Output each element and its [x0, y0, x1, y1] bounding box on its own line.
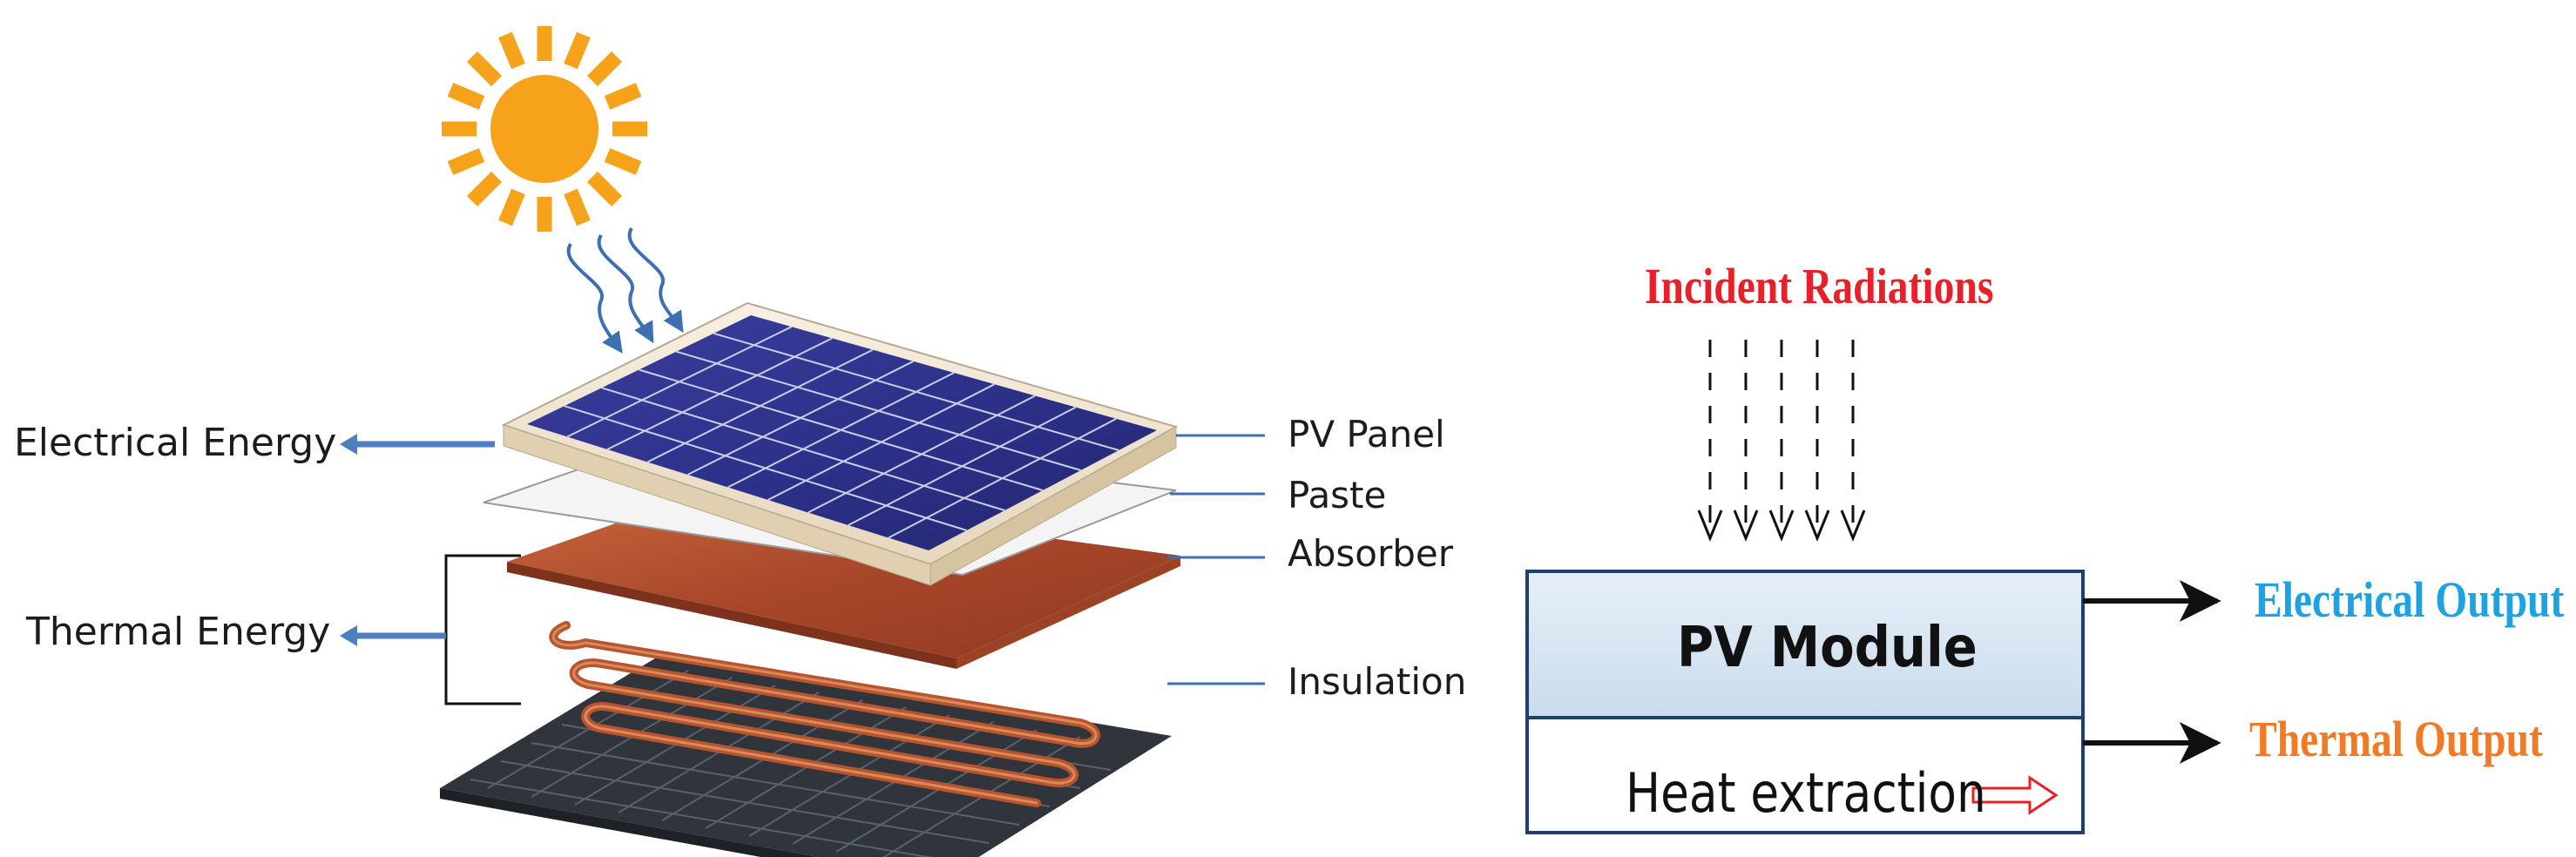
copper-tubes — [549, 621, 1101, 807]
pv-module-box — [1525, 570, 2085, 834]
layer-label-pv-panel: PV Panel — [1288, 413, 1445, 455]
thermal-energy-arrow — [340, 625, 446, 646]
heat-extraction-arrow — [1971, 775, 2059, 815]
layer-label-insulation: Insulation — [1288, 660, 1467, 703]
electrical-output-label: Electrical Output — [2255, 571, 2565, 628]
pv-module-label: PV Module — [1677, 616, 1978, 680]
electrical-energy-arrow — [340, 434, 495, 455]
thermal-energy-label: Thermal Energy — [26, 610, 331, 654]
thermal-energy-bracket — [444, 554, 521, 705]
layer-label-absorber: Absorber — [1288, 532, 1454, 575]
radiation-waves-icon — [566, 226, 684, 354]
pv-cell-grid-line — [676, 350, 1081, 471]
pv-panel — [501, 301, 1179, 586]
pv-cell-grid-line — [564, 405, 967, 531]
electrical-energy-label: Electrical Energy — [14, 421, 337, 465]
layer-leader-lines — [1167, 434, 1265, 685]
incident-radiations-label: Incident Radiations — [1645, 258, 1994, 314]
incident-radiation-arrows — [1697, 340, 1866, 542]
pv-cell-grid — [564, 326, 1119, 539]
pv-cell-grid-line — [713, 332, 1119, 451]
pv-cell-grid-line — [601, 387, 1005, 511]
layer-label-paste: Paste — [1288, 474, 1387, 516]
thermal-output-label: Thermal Output — [2249, 711, 2543, 767]
sun-icon — [442, 26, 647, 232]
pv-cell-grid-line — [639, 368, 1044, 491]
heat-extraction-label: Heat extraction — [1626, 761, 1986, 825]
